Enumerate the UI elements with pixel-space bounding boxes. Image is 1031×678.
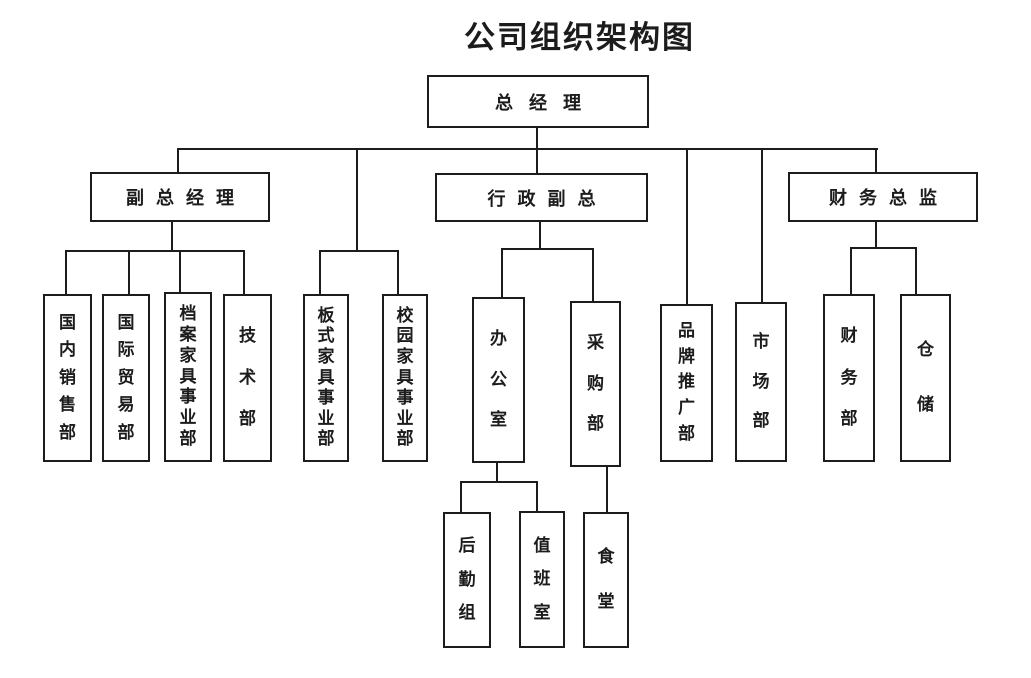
node-label: 后勤组 [458,536,476,623]
connector-drop-canteen [606,467,608,512]
node-label: 财务部 [840,326,858,429]
node-label: 采购部 [587,332,604,435]
connector-drop-warehouse [915,249,917,294]
node-panel-furniture-division: 板式家具事业部 [303,294,349,462]
node-label: 国际贸易部 [117,312,135,443]
connector-drop-deputy-gm [177,150,179,172]
node-label: 仓储 [917,340,934,415]
node-brand-promotion: 品牌推广部 [660,304,713,462]
node-finance: 财务部 [823,294,875,462]
connector-drop-international-trade [128,252,130,294]
node-office: 办公室 [472,297,525,463]
connector-drop-furniture-group [356,150,358,250]
connector-drop-purchasing [592,250,594,301]
connector-drop-technology [243,252,245,294]
connector-deputy-gm-bar [65,250,245,252]
node-domestic-sales: 国内销售部 [43,294,92,462]
connector-drop-domestic-sales [65,252,67,294]
node-label: 国内销售部 [59,312,76,443]
connector-trunk [177,148,878,150]
connector-office-stem [496,463,498,481]
node-marketing: 市场部 [735,302,787,462]
node-label: 板式家具事业部 [317,305,335,450]
node-label: 市场部 [752,332,770,431]
connector-drop-campus-division [397,252,399,294]
connector-admin-stem [539,222,541,248]
node-duty-room: 值班室 [519,511,565,648]
connector-finance-bar [850,247,917,249]
node-archive-furniture-division: 档案家具事业部 [164,292,212,462]
connector-drop-marketing [761,150,763,302]
node-canteen: 食堂 [583,512,629,648]
node-purchasing: 采购部 [570,301,621,467]
node-label: 食堂 [597,547,615,612]
connector-drop-archive-division [179,252,181,294]
connector-office-bar [460,481,538,483]
node-label: 档案家具事业部 [179,303,197,450]
connector-deputy-gm-stem [171,222,173,250]
node-label: 校园家具事业部 [396,305,414,450]
node-warehouse: 仓储 [900,294,951,462]
node-general-manager: 总经理 [427,75,649,128]
node-admin-deputy: 行政副总 [435,173,648,222]
connector-root-stem [536,128,538,150]
node-label: 副总经理 [126,188,246,209]
node-label: 财务总监 [829,188,949,209]
node-label: 技术部 [239,326,256,429]
connector-drop-finance-director [875,150,877,172]
connector-drop-finance-dept [850,249,852,294]
node-logistics-group: 后勤组 [443,512,491,648]
connector-drop-duty-room [536,483,538,511]
node-label: 行政副总 [487,188,608,210]
connector-finance-stem [875,222,877,247]
node-campus-furniture-division: 校园家具事业部 [382,294,428,462]
node-technology: 技术部 [223,294,272,462]
connector-drop-office [501,250,503,297]
node-finance-director: 财务总监 [788,172,978,222]
chart-title: 公司组织架构图 [464,20,695,56]
node-label: 办公室 [490,328,507,431]
connector-drop-logistics [460,483,462,512]
node-label: 总经理 [495,92,597,114]
node-label: 值班室 [533,535,551,623]
connector-drop-admin-deputy [536,150,538,173]
node-international-trade: 国际贸易部 [102,294,150,462]
connector-furniture-bar [319,250,399,252]
connector-drop-panel-division [319,252,321,294]
connector-admin-bar [501,248,594,250]
connector-drop-brand-promotion [686,150,688,304]
node-deputy-general-manager: 副总经理 [90,172,270,222]
node-label: 品牌推广部 [678,320,695,445]
